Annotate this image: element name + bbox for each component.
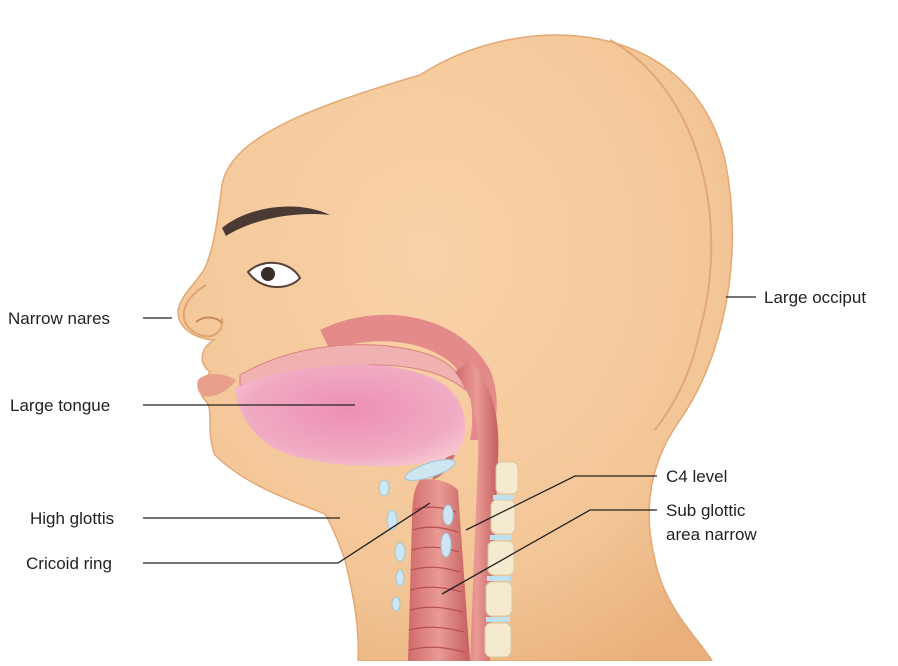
label-sub-glottic-line2: area narrow <box>666 525 757 544</box>
label-high-glottis: High glottis <box>30 509 114 528</box>
label-c4-level: C4 level <box>666 467 727 486</box>
label-narrow-nares: Narrow nares <box>8 309 110 328</box>
label-large-tongue: Large tongue <box>10 396 110 415</box>
label-sub-glottic-line1: Sub glottic <box>666 501 746 520</box>
label-cricoid-ring: Cricoid ring <box>26 554 112 573</box>
label-large-occiput: Large occiput <box>764 288 866 307</box>
eye-iris <box>261 267 275 281</box>
